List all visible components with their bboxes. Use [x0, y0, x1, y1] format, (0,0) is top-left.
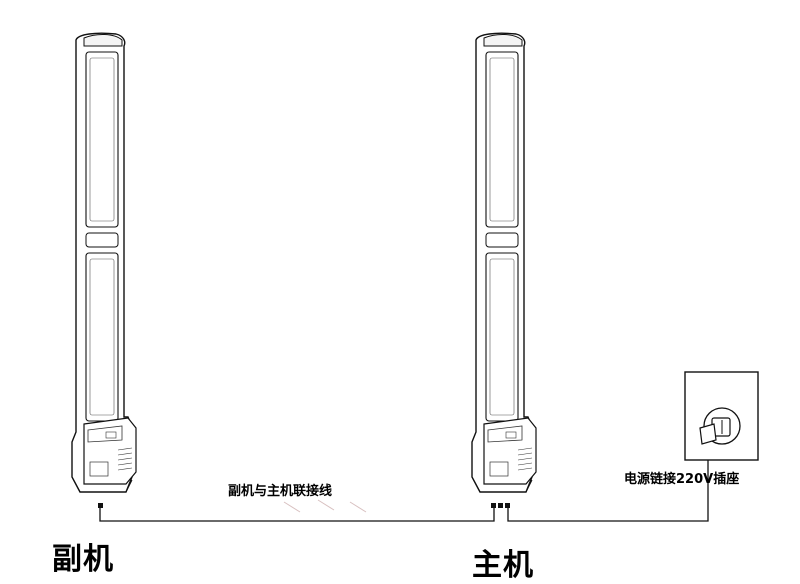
slave-unit-label: 副机	[52, 542, 114, 577]
interconnect-cable	[99, 508, 495, 522]
wall-socket	[684, 371, 759, 461]
slave-connector	[98, 503, 103, 508]
master-pedestal	[471, 32, 537, 493]
interconnect-cable-label: 副机与主机联接线	[228, 484, 333, 499]
master-unit-label: 主机	[472, 548, 534, 583]
faint-marks	[283, 499, 367, 513]
power-socket-label: 电源链接220V插座	[624, 472, 740, 487]
slave-pedestal	[71, 32, 137, 493]
master-connectors	[491, 503, 510, 508]
